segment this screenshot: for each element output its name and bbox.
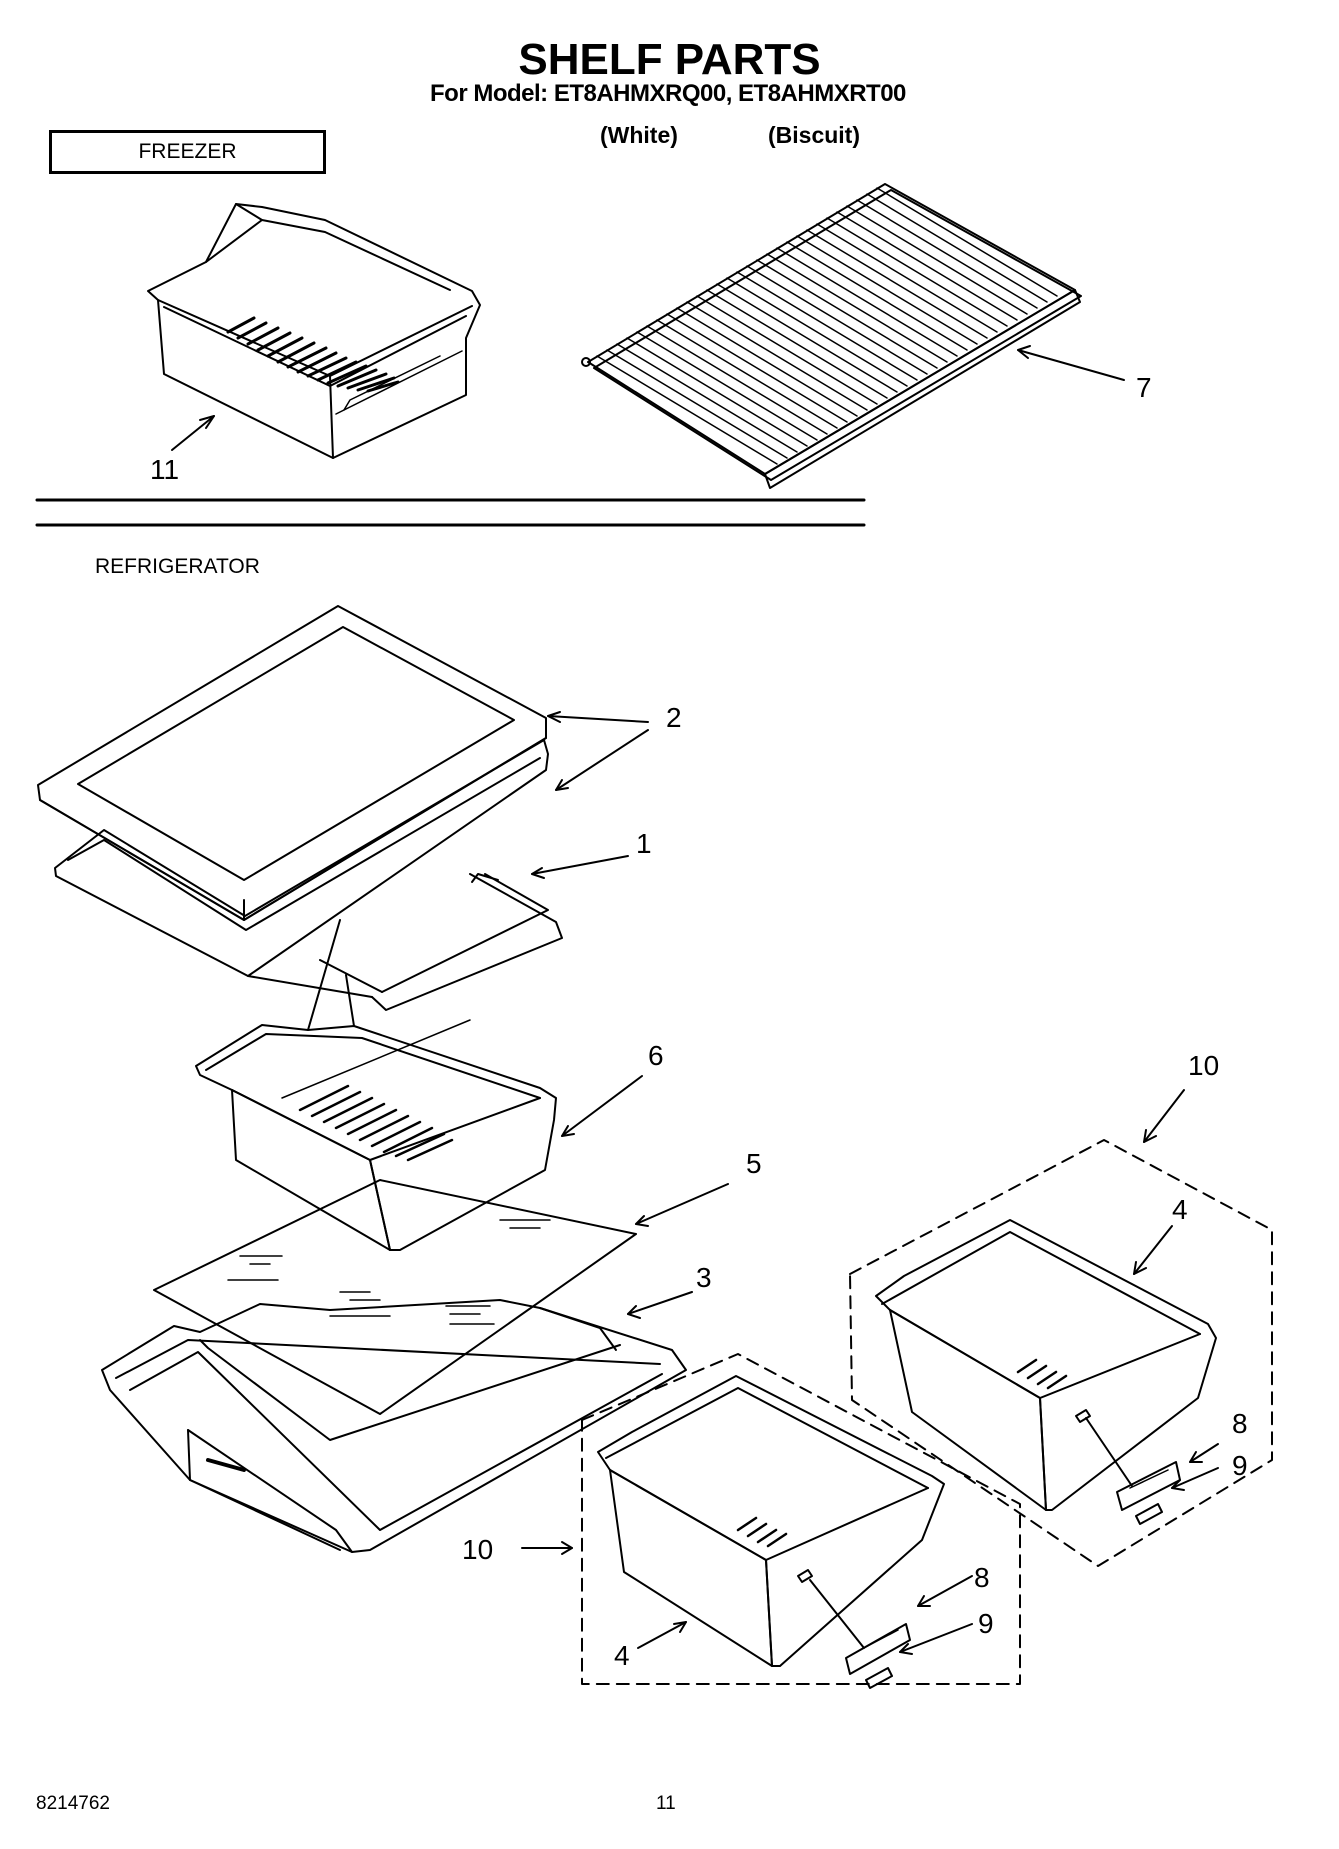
page-number: 11 [656,1793,676,1814]
callout-4-left: 4 [614,1640,630,1671]
callout-8-right: 8 [1232,1408,1248,1439]
part-10-right-group-outline [849,1139,1273,1567]
callout-11: 11 [150,454,180,485]
color-biscuit-label: (Biscuit) [768,122,860,148]
part-6-deli-drawer [195,919,557,1251]
callout-1: 1 [636,828,652,859]
freezer-section-box [49,130,326,174]
part-5-glass-panel [153,1179,637,1415]
page-title: SHELF PARTS [518,35,821,84]
part-3-crisper-cover-frame [101,1299,687,1553]
callout-10-right: 10 [1188,1050,1220,1081]
callout-arrows [171,345,1219,1655]
callout-3: 3 [696,1262,712,1293]
part-7-wire-shelf [581,183,1082,489]
callout-10-left: 10 [462,1534,494,1565]
callout-9-right: 9 [1232,1450,1248,1481]
section-divider [35,498,866,527]
callout-9-left: 9 [978,1608,994,1639]
part-4-crisper-drawer-right [875,1219,1217,1511]
document-number: 8214762 [36,1793,110,1814]
callout-5: 5 [746,1148,762,1179]
part-4-crisper-drawer-left [597,1375,945,1667]
part-1-shelf-frame [54,739,563,1011]
callout-8-left: 8 [974,1562,990,1593]
part-8-9-left [809,1579,911,1689]
callout-7: 7 [1136,372,1152,403]
model-line: For Model: ET8AHMXRQ00, ET8AHMXRT00 [430,80,906,107]
part-10-left-group-outline [581,1353,1021,1685]
part-8-9-right [1085,1417,1181,1525]
part-2-glass-shelf [37,605,547,921]
freezer-section-label: FREEZER [138,140,237,163]
part-11-freezer-basket [147,203,481,459]
callout-2: 2 [666,702,682,733]
color-white-label: (White) [600,122,678,148]
callout-6: 6 [648,1040,664,1071]
callout-4-right: 4 [1172,1194,1188,1225]
refrigerator-section-label: REFRIGERATOR [95,555,260,578]
